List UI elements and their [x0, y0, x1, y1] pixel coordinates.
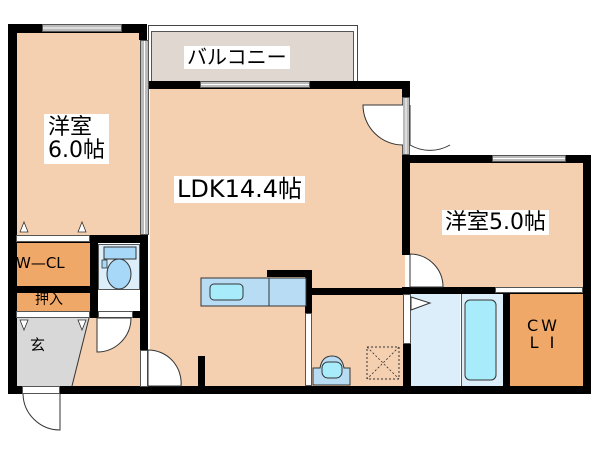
wall-toilet2-top	[305, 288, 410, 295]
window-western6-top	[42, 24, 122, 32]
door-entrance-front	[22, 386, 60, 394]
closet-storage-label: 押入	[35, 292, 63, 308]
cwl-line1: CW	[527, 316, 560, 335]
western-room-5-label: 洋室5.0帖	[442, 210, 549, 236]
entrance-label: 玄	[30, 336, 46, 354]
wall-outer-bottom	[8, 386, 591, 394]
wall-toilet2-left	[305, 270, 312, 313]
cwl-line2: L I	[529, 332, 558, 352]
door-western5-closet	[495, 287, 583, 293]
door-wash-slider	[403, 294, 411, 344]
wall-western5-ldk	[402, 155, 410, 255]
cwl-floor	[509, 294, 584, 386]
door-entrance-closet	[16, 311, 90, 318]
closet-storage-floor	[16, 293, 90, 311]
western-room-6-size: 6.0帖	[48, 138, 105, 164]
window-ldk-top	[200, 81, 310, 88]
ldk-floor	[150, 88, 405, 386]
wall-western6-right-top	[139, 24, 147, 40]
door-western6-closet	[16, 235, 90, 242]
wall-western5-bottom	[402, 287, 583, 294]
door-toilet2-slider	[305, 313, 312, 386]
wall-ldk-right	[402, 81, 410, 97]
window-western6-ldk-slider	[140, 40, 149, 235]
wall-cwl-left	[503, 287, 510, 387]
wall-kitchen-top	[267, 270, 312, 277]
ldk-label: LDK14.4帖	[174, 176, 306, 204]
balcony-label: バルコニー	[184, 46, 290, 69]
cwl-label: CW L I	[527, 316, 560, 352]
walk-in-closet-label: W—CL	[16, 254, 65, 272]
wall-wash-left	[403, 344, 411, 388]
western-room-6-label: 洋室 6.0帖	[44, 114, 109, 165]
window-western5-top	[492, 155, 566, 162]
wall-ldk-stub	[198, 356, 205, 388]
wall-storage-right	[90, 235, 98, 313]
wall-outer-left	[8, 24, 17, 394]
wall-toilet-bottom	[133, 311, 148, 318]
western-room-6-name: 洋室	[48, 115, 93, 140]
washroom-floor	[410, 294, 460, 386]
walk-in-closet-floor	[16, 242, 90, 286]
wall-outer-right	[583, 155, 591, 394]
wall-wcl-bottom	[8, 286, 98, 293]
